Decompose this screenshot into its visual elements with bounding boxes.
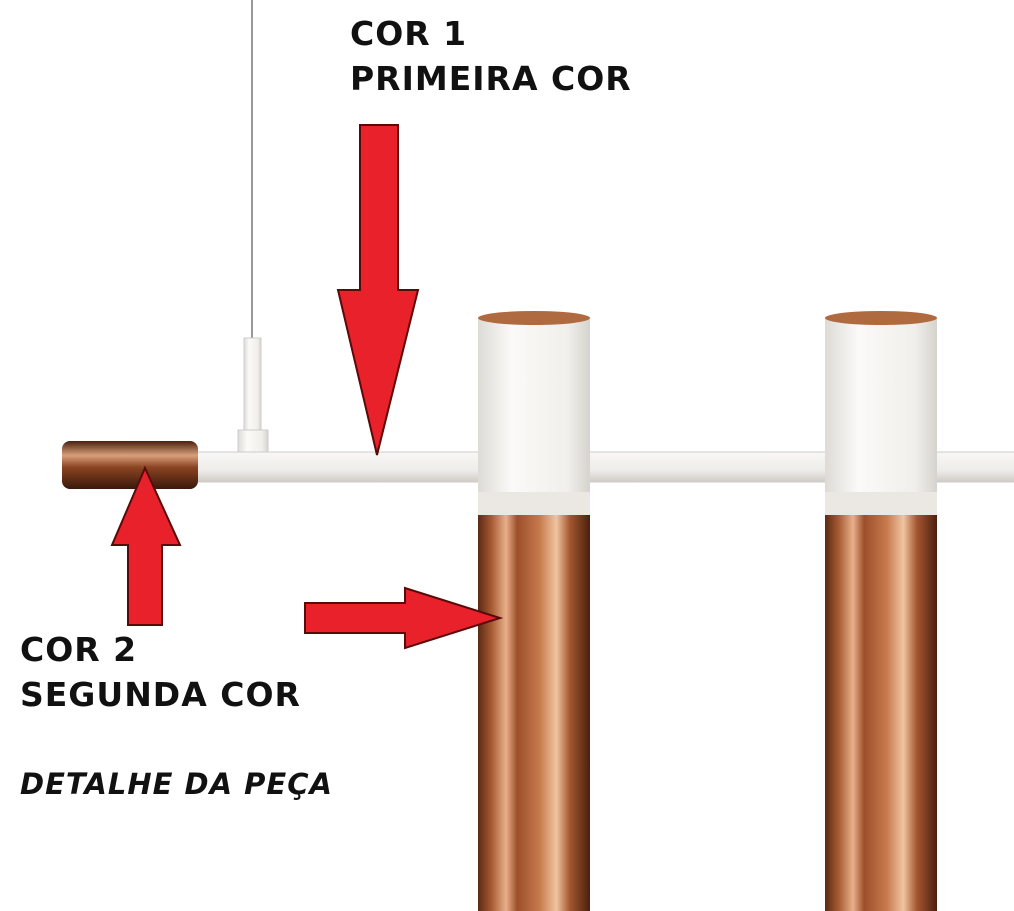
cylinder-2 [825,311,937,911]
color2-title: COR 2 [20,630,138,669]
caption: DETALHE DA PEÇA [20,767,333,801]
cylinder-1 [478,311,590,911]
color2-subtitle: SEGUNDA COR [20,675,301,714]
arrow-up-icon [110,465,182,626]
arrow-right-icon [304,586,504,650]
stem [243,337,262,435]
color1-subtitle: PRIMEIRA COR [350,59,632,98]
color1-title: COR 1 [350,14,468,53]
copper-end-cap [62,441,198,489]
arrow-down-icon [336,124,420,456]
